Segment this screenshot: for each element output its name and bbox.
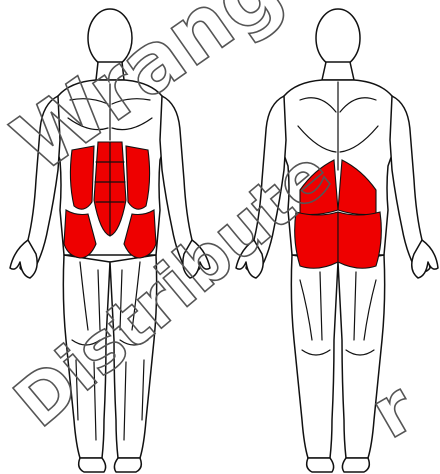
back-head: [316, 9, 360, 67]
right-gluteus-maximus-muscle: [338, 212, 381, 268]
front-right-foot: [114, 458, 141, 472]
back-neck: [322, 62, 354, 80]
right-external-oblique-muscle: [126, 146, 150, 209]
back-left-foot: [307, 458, 334, 472]
front-left-foot: [79, 458, 106, 472]
back-right-foot: [342, 458, 369, 472]
back-left-leg: [291, 255, 338, 458]
back-right-leg: [338, 255, 385, 458]
